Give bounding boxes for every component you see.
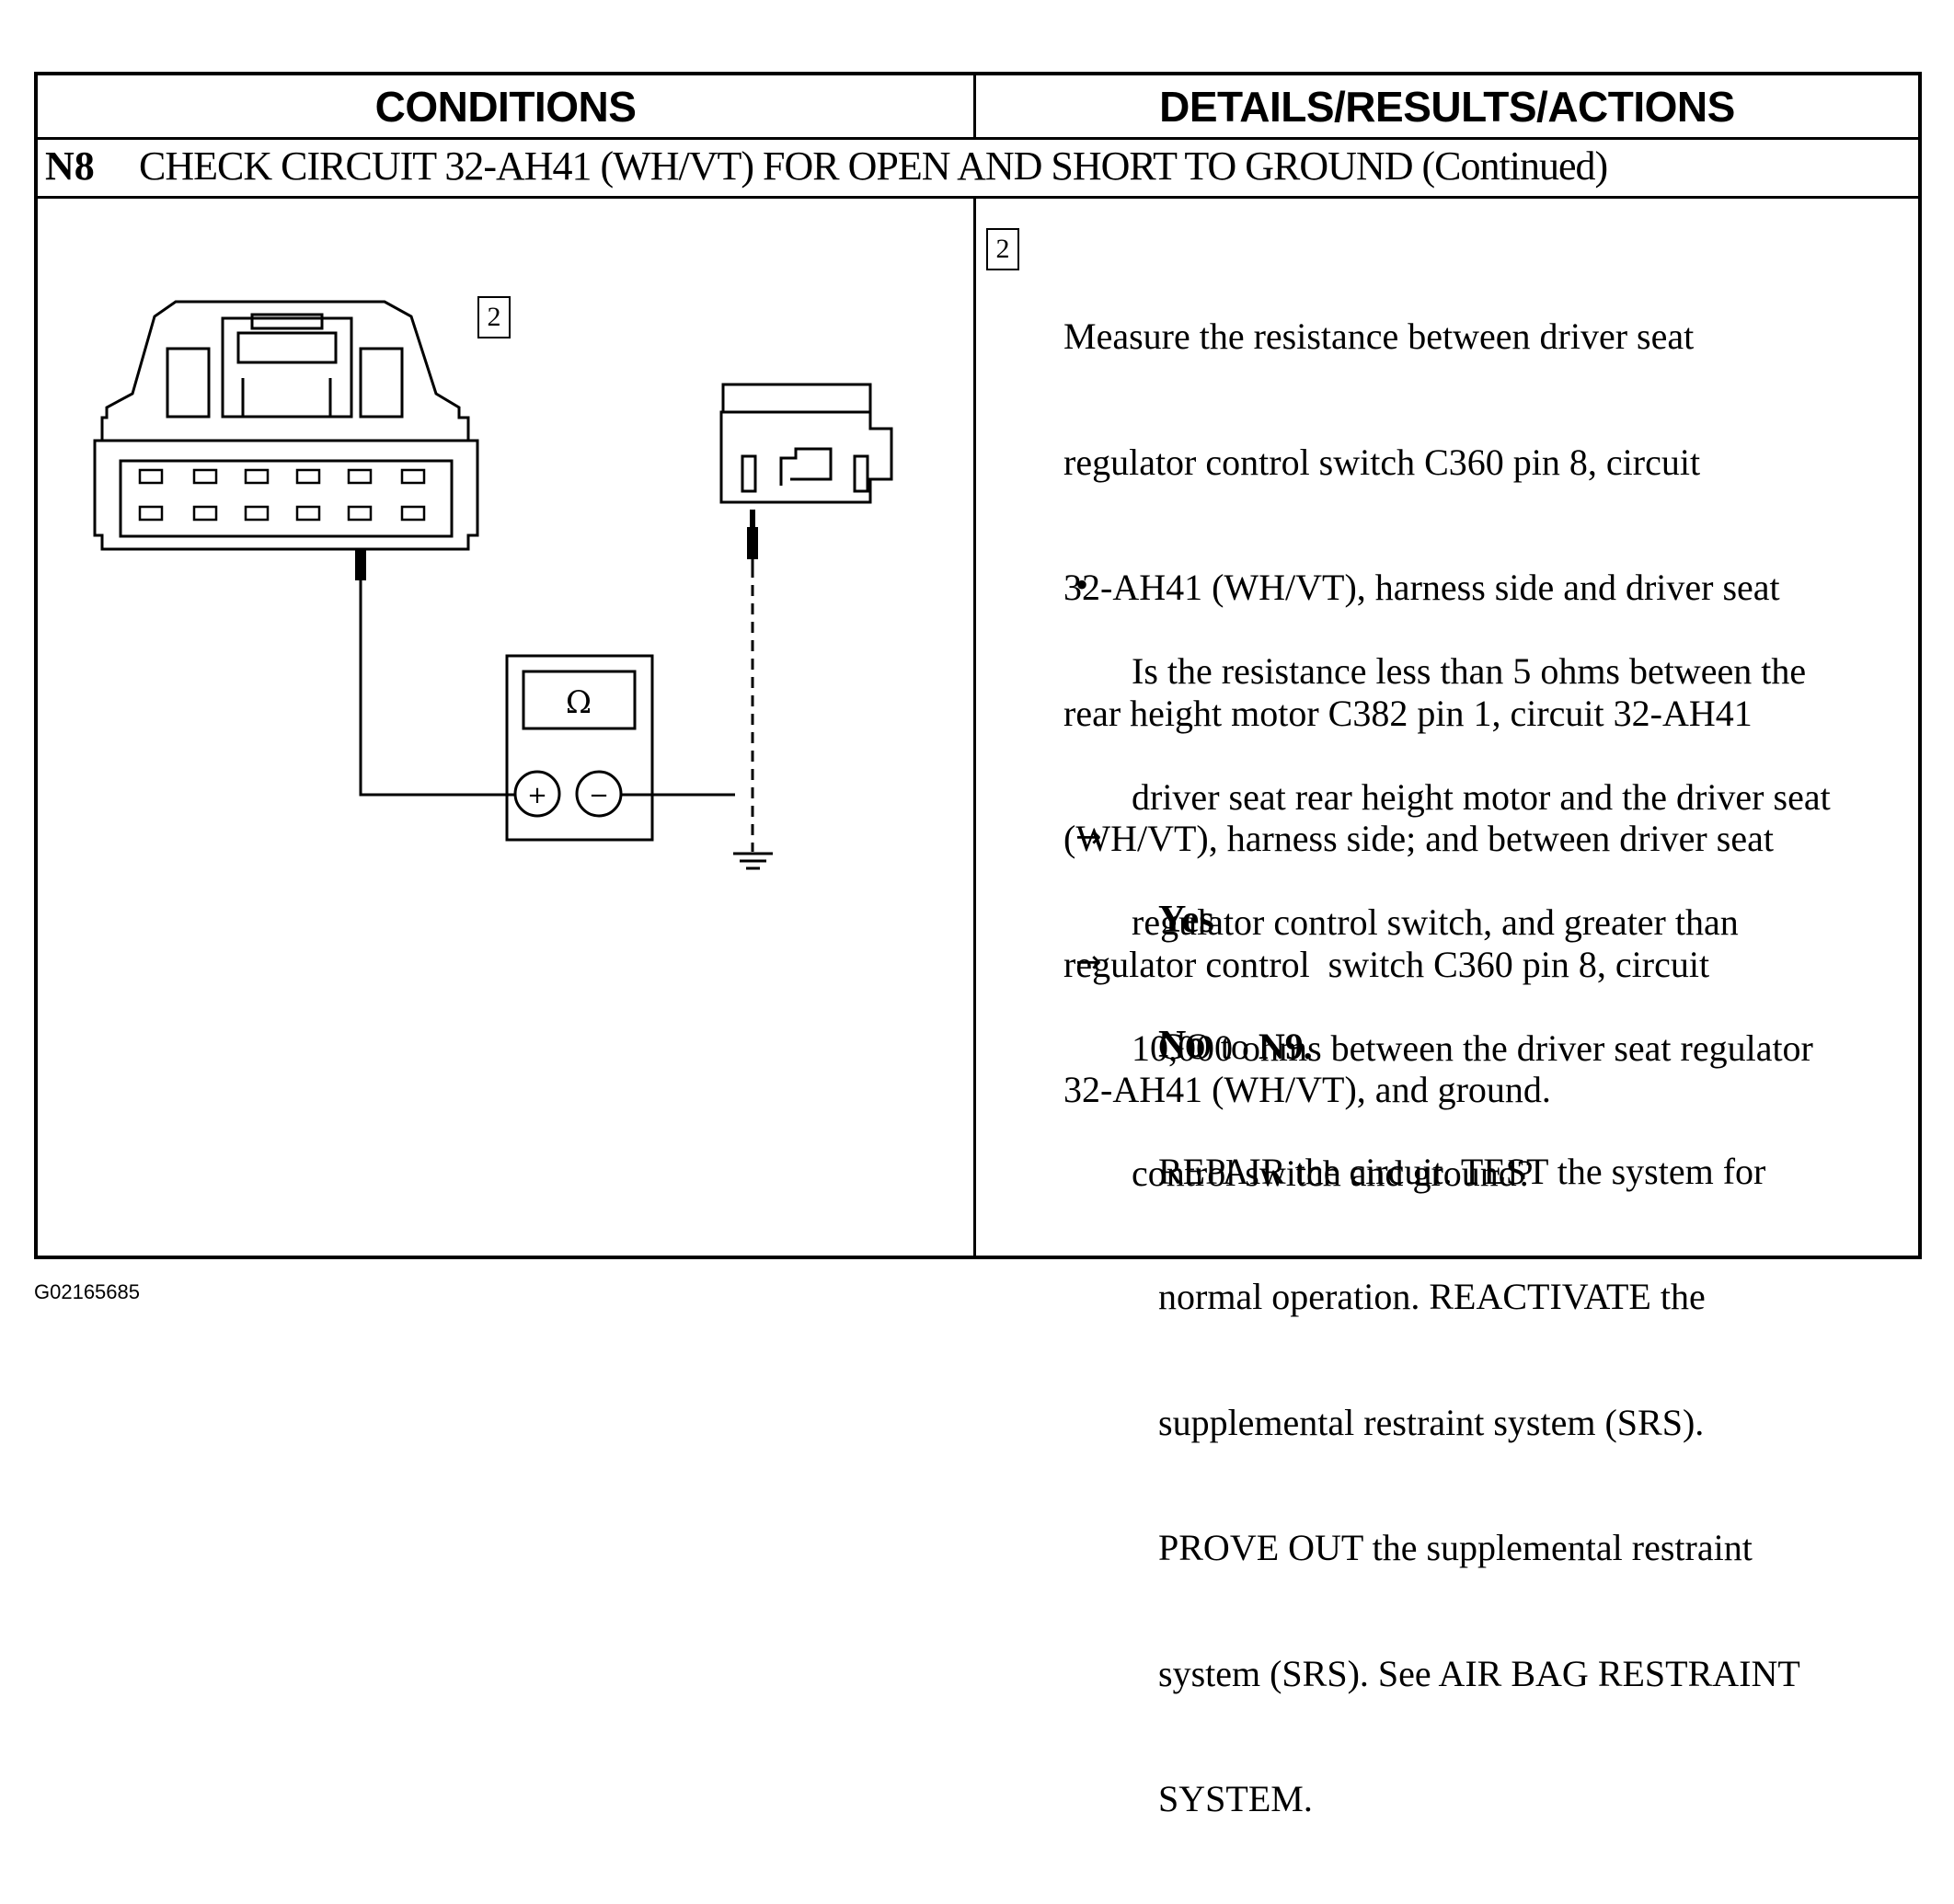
table-header-row: CONDITIONS DETAILS/RESULTS/ACTIONS bbox=[38, 75, 1918, 140]
no-action-line: supplemental restraint system (SRS). bbox=[1158, 1401, 1705, 1443]
connector-pins bbox=[138, 468, 426, 522]
measurement-instruction: Measure the resistance between driver se… bbox=[1063, 232, 1780, 1195]
instruction-line: regulator control switch C360 pin 8, cir… bbox=[1063, 441, 1701, 483]
details-header: DETAILS/RESULTS/ACTIONS bbox=[1159, 82, 1735, 131]
procedure-table: CONDITIONS DETAILS/RESULTS/ACTIONS N8 CH… bbox=[34, 72, 1922, 1819]
plus-terminal-label: + bbox=[527, 782, 547, 809]
no-label: No bbox=[1158, 1024, 1206, 1066]
instruction-line: (WH/VT), harness side; and between drive… bbox=[1063, 818, 1774, 859]
switch-connector-c360 bbox=[93, 300, 479, 551]
question-line: regulator control switch, and greater th… bbox=[1132, 901, 1739, 943]
yes-result: Yes GO to N9. bbox=[1158, 816, 1313, 1151]
instruction-line: 32-AH41 (WH/VT), harness side and driver… bbox=[1063, 567, 1780, 608]
question-line: Is the resistance less than 5 ohms betwe… bbox=[1132, 650, 1807, 692]
resistance-question: Is the resistance less than 5 ohms betwe… bbox=[1132, 567, 1831, 1279]
instruction-line: rear height motor C382 pin 1, circuit 32… bbox=[1063, 692, 1753, 734]
no-action-line: SYSTEM. bbox=[1158, 1778, 1313, 1819]
yes-label: Yes bbox=[1158, 899, 1214, 941]
question-line: 10,000 ohms between the driver seat regu… bbox=[1132, 1027, 1813, 1069]
ohmmeter bbox=[505, 654, 654, 842]
column-divider bbox=[973, 75, 976, 137]
body-column-divider bbox=[973, 199, 976, 1256]
step-title-row: N8 CHECK CIRCUIT 32-AH41 (WH/VT) FOR OPE… bbox=[38, 137, 1918, 199]
connector-meter-schematic: Ω + − bbox=[93, 300, 893, 870]
step-title: CHECK CIRCUIT 32-AH41 (WH/VT) FOR OPEN A… bbox=[139, 143, 1608, 189]
no-action-line: system (SRS). See AIR BAG RESTRAINT bbox=[1158, 1652, 1800, 1694]
minus-terminal-label: − bbox=[589, 782, 609, 809]
wiring-diagram: 2 bbox=[38, 199, 973, 1256]
question-line: driver seat rear height motor and the dr… bbox=[1132, 775, 1831, 818]
ohm-symbol: Ω bbox=[566, 684, 592, 721]
no-action-line: REPAIR the circuit. TEST the system for bbox=[1158, 1150, 1766, 1192]
no-arrow-icon: → bbox=[1075, 944, 1102, 981]
question-bullet: • bbox=[1075, 564, 1089, 605]
yes-action-prefix: GO to bbox=[1158, 1025, 1259, 1067]
yes-arrow-icon: → bbox=[1075, 819, 1102, 855]
details-step-marker: 2 bbox=[986, 228, 1019, 270]
step-id: N8 bbox=[45, 143, 95, 189]
yes-action: GO to N9. bbox=[1158, 1026, 1313, 1068]
diagram-step-marker: 2 bbox=[477, 296, 511, 338]
no-action-line: PROVE OUT the supplemental restraint bbox=[1158, 1527, 1753, 1568]
yes-action-target: N9. bbox=[1258, 1025, 1313, 1067]
motor-connector-c382 bbox=[719, 383, 893, 504]
no-result: No REPAIR the circuit. TEST the system f… bbox=[1158, 941, 1800, 1904]
question-line: control switch and ground? bbox=[1132, 1153, 1534, 1194]
instruction-line: regulator control switch C360 pin 8, cir… bbox=[1063, 943, 1710, 985]
conditions-header: CONDITIONS bbox=[374, 82, 637, 131]
figure-code: G02165685 bbox=[34, 1280, 140, 1303]
instruction-line: 32-AH41 (WH/VT), and ground. bbox=[1063, 1069, 1551, 1110]
no-action-line: normal operation. REACTIVATE the bbox=[1158, 1276, 1706, 1317]
instruction-line: Measure the resistance between driver se… bbox=[1063, 315, 1695, 357]
probe-tips bbox=[355, 510, 758, 580]
